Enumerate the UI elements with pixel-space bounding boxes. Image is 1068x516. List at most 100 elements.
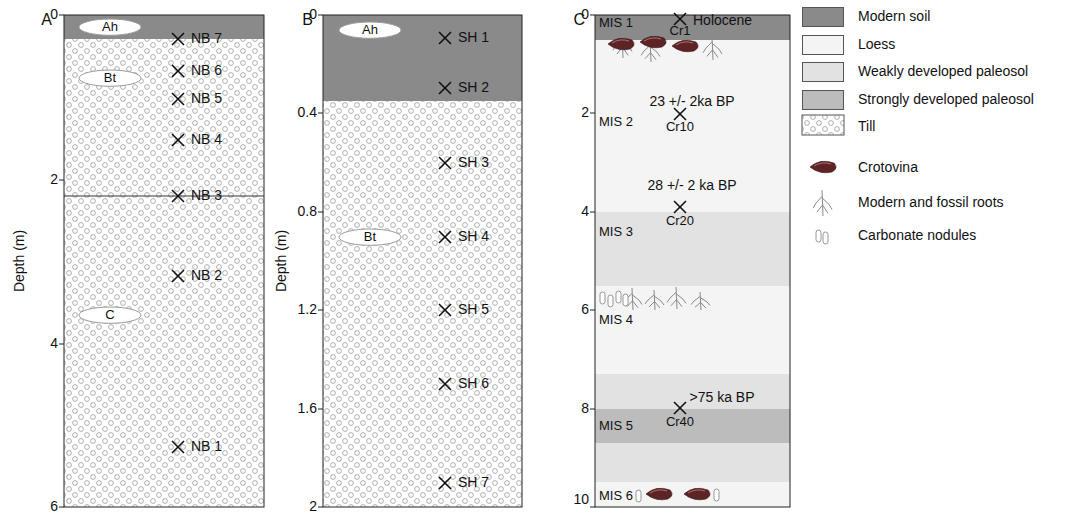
axis-title: Depth (m) — [274, 230, 289, 292]
till-swatch — [802, 115, 844, 135]
column-frame — [323, 15, 522, 507]
sample-mark — [674, 108, 686, 120]
label: Cr20 — [666, 214, 694, 228]
horizon-ellipse: Ah — [338, 21, 402, 39]
label: 0 — [50, 7, 58, 22]
label: 2 — [309, 499, 317, 514]
label: 6 — [50, 499, 58, 514]
nodule-symbol — [823, 232, 828, 244]
modern-soil-layer — [323, 15, 522, 101]
nodule-symbol — [616, 291, 621, 303]
legend-label: Weakly developed paleosol — [858, 64, 1028, 79]
sample-mark — [439, 378, 451, 390]
sample-mark — [674, 402, 686, 414]
weak-paleosol-layer — [595, 443, 790, 482]
nodule-symbol — [816, 230, 821, 242]
till-layer — [323, 15, 522, 507]
legend-label: Modern soil — [858, 9, 930, 24]
label: NB 6 — [191, 63, 222, 78]
label: 0 — [581, 7, 589, 22]
label: 2 — [581, 105, 589, 120]
sample-mark — [172, 134, 184, 146]
legend-label: Loess — [858, 37, 895, 52]
crotovina-symbol — [810, 161, 836, 173]
label: 1.6 — [298, 401, 317, 416]
axis-tick — [590, 409, 595, 410]
label: MIS 1 — [599, 16, 633, 30]
axis-title: Depth (m) — [12, 230, 27, 292]
horizon-ellipse: Bt — [78, 69, 142, 87]
crotovina-symbol — [640, 36, 666, 48]
sample-mark — [439, 231, 451, 243]
sample-mark — [439, 157, 451, 169]
axis-tick — [59, 507, 64, 508]
axis-tick — [590, 15, 595, 16]
axis-tick — [59, 344, 64, 345]
nodule-symbol — [714, 489, 719, 501]
label: NB 5 — [191, 91, 222, 106]
label: 8 — [581, 401, 589, 416]
loess-layer — [595, 15, 790, 507]
crotovina-symbol — [684, 488, 710, 500]
label: 0.4 — [298, 105, 317, 120]
legend-label: Till — [858, 119, 875, 134]
strong-paleosol-layer — [595, 409, 790, 443]
root-symbol — [667, 287, 686, 309]
axis-tick — [318, 212, 323, 213]
axis-tick — [590, 507, 595, 508]
sample-mark — [172, 270, 184, 282]
root-symbol — [703, 36, 722, 60]
label: 0 — [309, 7, 317, 22]
label: SH 5 — [458, 302, 489, 317]
layer-boundary — [64, 196, 264, 197]
axis-tick — [590, 310, 595, 311]
sample-mark — [172, 441, 184, 453]
nodule-symbol — [600, 292, 605, 304]
root-symbol — [623, 288, 642, 310]
weak-paleosol-layer — [595, 374, 790, 409]
label: Holocene — [693, 13, 752, 28]
axis-tick — [59, 180, 64, 181]
till-layer — [64, 15, 264, 507]
label: 0.8 — [298, 204, 317, 219]
crotovina-symbol — [672, 40, 698, 52]
label: MIS 2 — [599, 115, 633, 129]
sample-mark — [172, 190, 184, 202]
sample-mark — [172, 93, 184, 105]
label: NB 2 — [191, 268, 222, 283]
horizon-label: Ah — [78, 18, 142, 34]
axis-tick — [318, 113, 323, 114]
axis-tick — [590, 113, 595, 114]
label: SH 2 — [458, 80, 489, 95]
legend-swatch — [802, 90, 844, 110]
column-frame — [595, 15, 790, 507]
label: >75 ka BP — [690, 390, 755, 405]
legend-swatch — [802, 7, 844, 27]
modern-soil-layer — [64, 15, 264, 39]
sample-mark — [439, 82, 451, 94]
legend-label: Strongly developed paleosol — [858, 92, 1034, 107]
label: Cr10 — [666, 120, 694, 134]
root-symbol — [813, 190, 832, 216]
sample-mark — [674, 201, 686, 213]
nodule-symbol — [608, 295, 613, 307]
horizon-label: C — [78, 306, 142, 322]
label: NB 7 — [191, 31, 222, 46]
label: MIS 5 — [599, 419, 633, 433]
label: 4 — [581, 204, 589, 219]
horizon-ellipse: Bt — [338, 228, 402, 246]
sample-mark — [439, 304, 451, 316]
label: MIS 3 — [599, 225, 633, 239]
axis-tick — [318, 409, 323, 410]
label: MIS 4 — [599, 313, 633, 327]
label: SH 3 — [458, 155, 489, 170]
label: SH 7 — [458, 475, 489, 490]
label: 2 — [50, 172, 58, 187]
crotovina-symbol — [608, 38, 634, 50]
nodule-symbol — [623, 294, 628, 306]
sample-mark — [439, 32, 451, 44]
column-frame — [64, 15, 264, 507]
label: 1.2 — [298, 302, 317, 317]
axis-tick — [318, 15, 323, 16]
